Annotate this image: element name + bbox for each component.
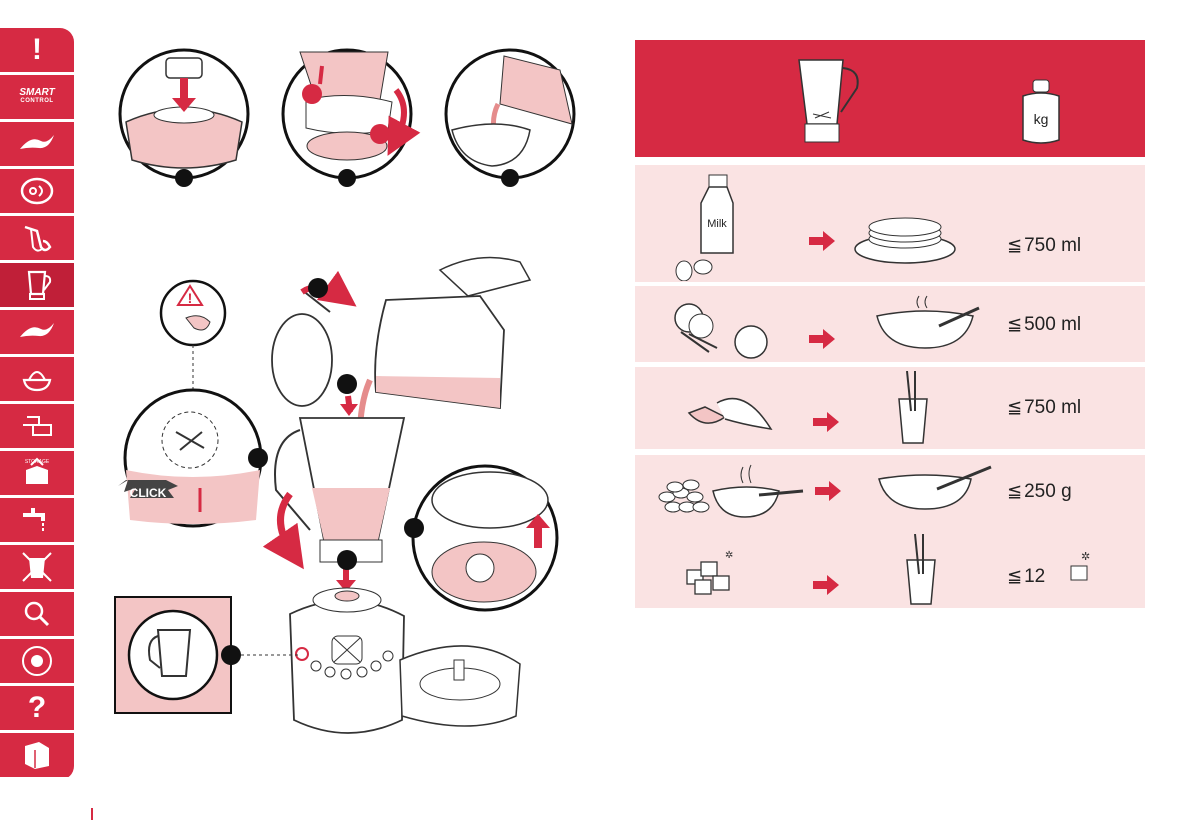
pouring-jug — [356, 256, 532, 501]
tab-blender[interactable] — [0, 263, 74, 307]
table-row: ✲ ≦12 ✲ — [635, 524, 1145, 608]
capacity-value: ≦12 — [1007, 566, 1046, 587]
question-icon: ? — [27, 691, 47, 724]
blender-jar-icon — [27, 270, 52, 300]
book-icon — [25, 742, 49, 769]
tab-help[interactable]: ? — [0, 686, 74, 730]
tab-beaters[interactable] — [0, 216, 74, 260]
disc-icon — [20, 177, 54, 205]
svg-text:!: ! — [188, 290, 193, 306]
table-row: Milk ≦750 ml — [635, 165, 1145, 282]
milk-bottle-and-eggs-icon: Milk — [675, 174, 734, 281]
exclamation-icon: ! — [32, 33, 42, 66]
magnifier-icon — [24, 601, 50, 627]
kg-label: kg — [1034, 111, 1049, 127]
blender-jar — [262, 374, 406, 592]
blender-jar-icon — [798, 59, 859, 143]
arrow-right-icon — [809, 231, 835, 251]
svg-text:✲: ✲ — [1081, 550, 1090, 563]
tab-cleaning[interactable] — [0, 498, 74, 542]
melon-banana-icon — [687, 398, 773, 430]
ice-cubes-icon: ✲ — [686, 550, 733, 595]
capacity-table: kg Milk ≦750 ml — [635, 40, 1145, 608]
tab-blade[interactable] — [0, 122, 74, 166]
capacity-value: ≦750 ml — [1007, 235, 1082, 256]
cauliflower-tomato-icon — [674, 303, 768, 359]
open-lid — [271, 270, 357, 407]
tab-disposal[interactable] — [0, 545, 74, 589]
jar-button-inset — [114, 596, 298, 714]
milk-label: Milk — [707, 218, 727, 230]
smart-control-logo: SMART CONTROL — [19, 87, 55, 105]
tab-disc[interactable] — [0, 169, 74, 213]
blade-icon — [20, 323, 54, 337]
slicer-icon — [23, 416, 52, 436]
assembly-illustration: ! CLICK — [114, 48, 576, 734]
capacity-value: ≦750 ml — [1007, 397, 1082, 418]
kg-weight-icon: kg — [1022, 79, 1060, 144]
table-row: ≦750 ml — [635, 367, 1145, 449]
tab-citrus-press[interactable] — [0, 357, 74, 401]
step-pour-circle — [444, 48, 576, 187]
tab-blade-2[interactable] — [0, 310, 74, 354]
blade-icon — [20, 135, 54, 149]
svg-text:✲: ✲ — [725, 550, 733, 561]
beans-and-bowl-icon — [658, 464, 804, 518]
arrow-right-icon — [815, 481, 841, 501]
tap-icon — [23, 508, 45, 533]
beaters-icon — [24, 225, 52, 252]
capacity-value: ≦500 ml — [1007, 314, 1082, 335]
table-header: kg — [635, 40, 1145, 157]
glass-with-straw-icon — [906, 534, 936, 605]
ice-cube-icon: ✲ — [1070, 550, 1090, 581]
step-place-jar-circle — [281, 48, 421, 187]
table-row: ≦500 ml — [635, 286, 1145, 362]
tab-recipes[interactable] — [0, 733, 74, 777]
click-label: CLICK — [130, 486, 167, 500]
citrus-press-icon — [22, 371, 52, 392]
tab-warning[interactable]: ! — [0, 28, 74, 72]
blade-warning-circle: ! — [159, 279, 227, 400]
seal-ring-circle — [404, 464, 559, 612]
tab-guarantee[interactable] — [0, 639, 74, 683]
tab-smart-control[interactable]: SMART CONTROL — [0, 75, 74, 119]
tab-troubleshooting[interactable] — [0, 592, 74, 636]
arrow-right-icon — [813, 412, 839, 432]
crossed-bin-icon — [22, 552, 52, 582]
svg-text:STORAGE: STORAGE — [25, 459, 50, 465]
click-lock-circle: CLICK — [118, 388, 268, 528]
bowl-with-spoon-icon — [878, 465, 992, 510]
globe-icon — [22, 646, 52, 676]
step-fit-lid-circle — [118, 48, 250, 187]
capacity-value: ≦250 g — [1007, 481, 1072, 502]
motor-base — [289, 587, 521, 734]
page-marker — [91, 808, 93, 820]
tab-slicer[interactable] — [0, 404, 74, 448]
arrow-right-icon — [813, 575, 839, 595]
storage-box-icon: STORAGE — [25, 457, 50, 484]
sidebar-nav: ! SMART CONTROL STORAGE ? — [0, 28, 74, 780]
glass-with-straw-icon — [898, 371, 928, 444]
arrow-right-icon — [809, 329, 835, 349]
soup-bowl-icon — [876, 295, 980, 349]
pancake-stack-icon — [854, 217, 956, 264]
tab-storage[interactable]: STORAGE — [0, 451, 74, 495]
